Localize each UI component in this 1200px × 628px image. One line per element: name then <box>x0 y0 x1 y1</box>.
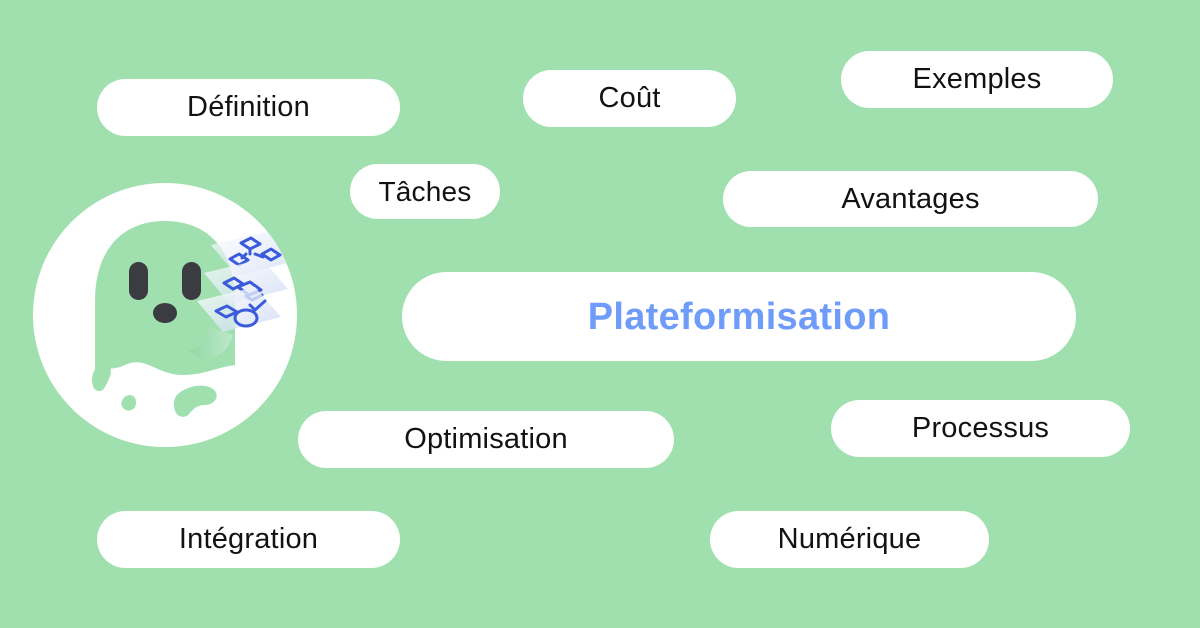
keyword-pill-label: Avantages <box>841 182 980 215</box>
mascot-cards-stack <box>197 231 295 332</box>
mascot-card-3 <box>197 287 281 332</box>
ghost-nose <box>153 303 177 323</box>
keyword-pill-definition[interactable]: Définition <box>97 79 400 136</box>
keyword-pill-taches[interactable]: Tâches <box>350 164 500 219</box>
keyword-pill-label: Tâches <box>378 175 472 207</box>
ghost-drip-3 <box>173 385 217 417</box>
ghost-right-eye <box>182 262 201 300</box>
keyword-pill-optimisation[interactable]: Optimisation <box>298 411 674 468</box>
keyword-pill-integration[interactable]: Intégration <box>97 511 400 568</box>
keyword-pill-label: Coût <box>598 82 661 114</box>
keyword-pill-label: Définition <box>187 91 310 123</box>
ghost-drip-1 <box>91 362 111 392</box>
keyword-pill-avantages[interactable]: Avantages <box>723 171 1098 227</box>
ghost-arm <box>189 327 233 359</box>
center-keyword-label: Plateformisation <box>587 295 891 338</box>
keyword-pill-label: Exemples <box>912 63 1042 95</box>
ghost-drip-2 <box>121 395 137 411</box>
keyword-pill-label: Intégration <box>178 523 319 555</box>
center-keyword-pill[interactable]: Plateformisation <box>402 272 1076 361</box>
ghost-left-eye <box>129 262 148 300</box>
mascot-inner-group <box>63 221 295 447</box>
ghost-mascot-svg <box>33 183 297 447</box>
keyword-pill-exemples[interactable]: Exemples <box>841 51 1113 108</box>
ghost-mascot-illustration <box>33 183 297 447</box>
mascot-card-1 <box>211 231 295 276</box>
keyword-pill-label: Processus <box>911 412 1050 444</box>
keyword-pill-numerique[interactable]: Numérique <box>710 511 989 568</box>
ghost-bottom-wave <box>63 362 263 447</box>
keyword-pill-cout[interactable]: Coût <box>523 70 736 127</box>
keyword-pill-label: Optimisation <box>404 423 568 455</box>
keyword-pill-label: Numérique <box>777 523 922 555</box>
keyword-pill-processus[interactable]: Processus <box>831 400 1130 457</box>
